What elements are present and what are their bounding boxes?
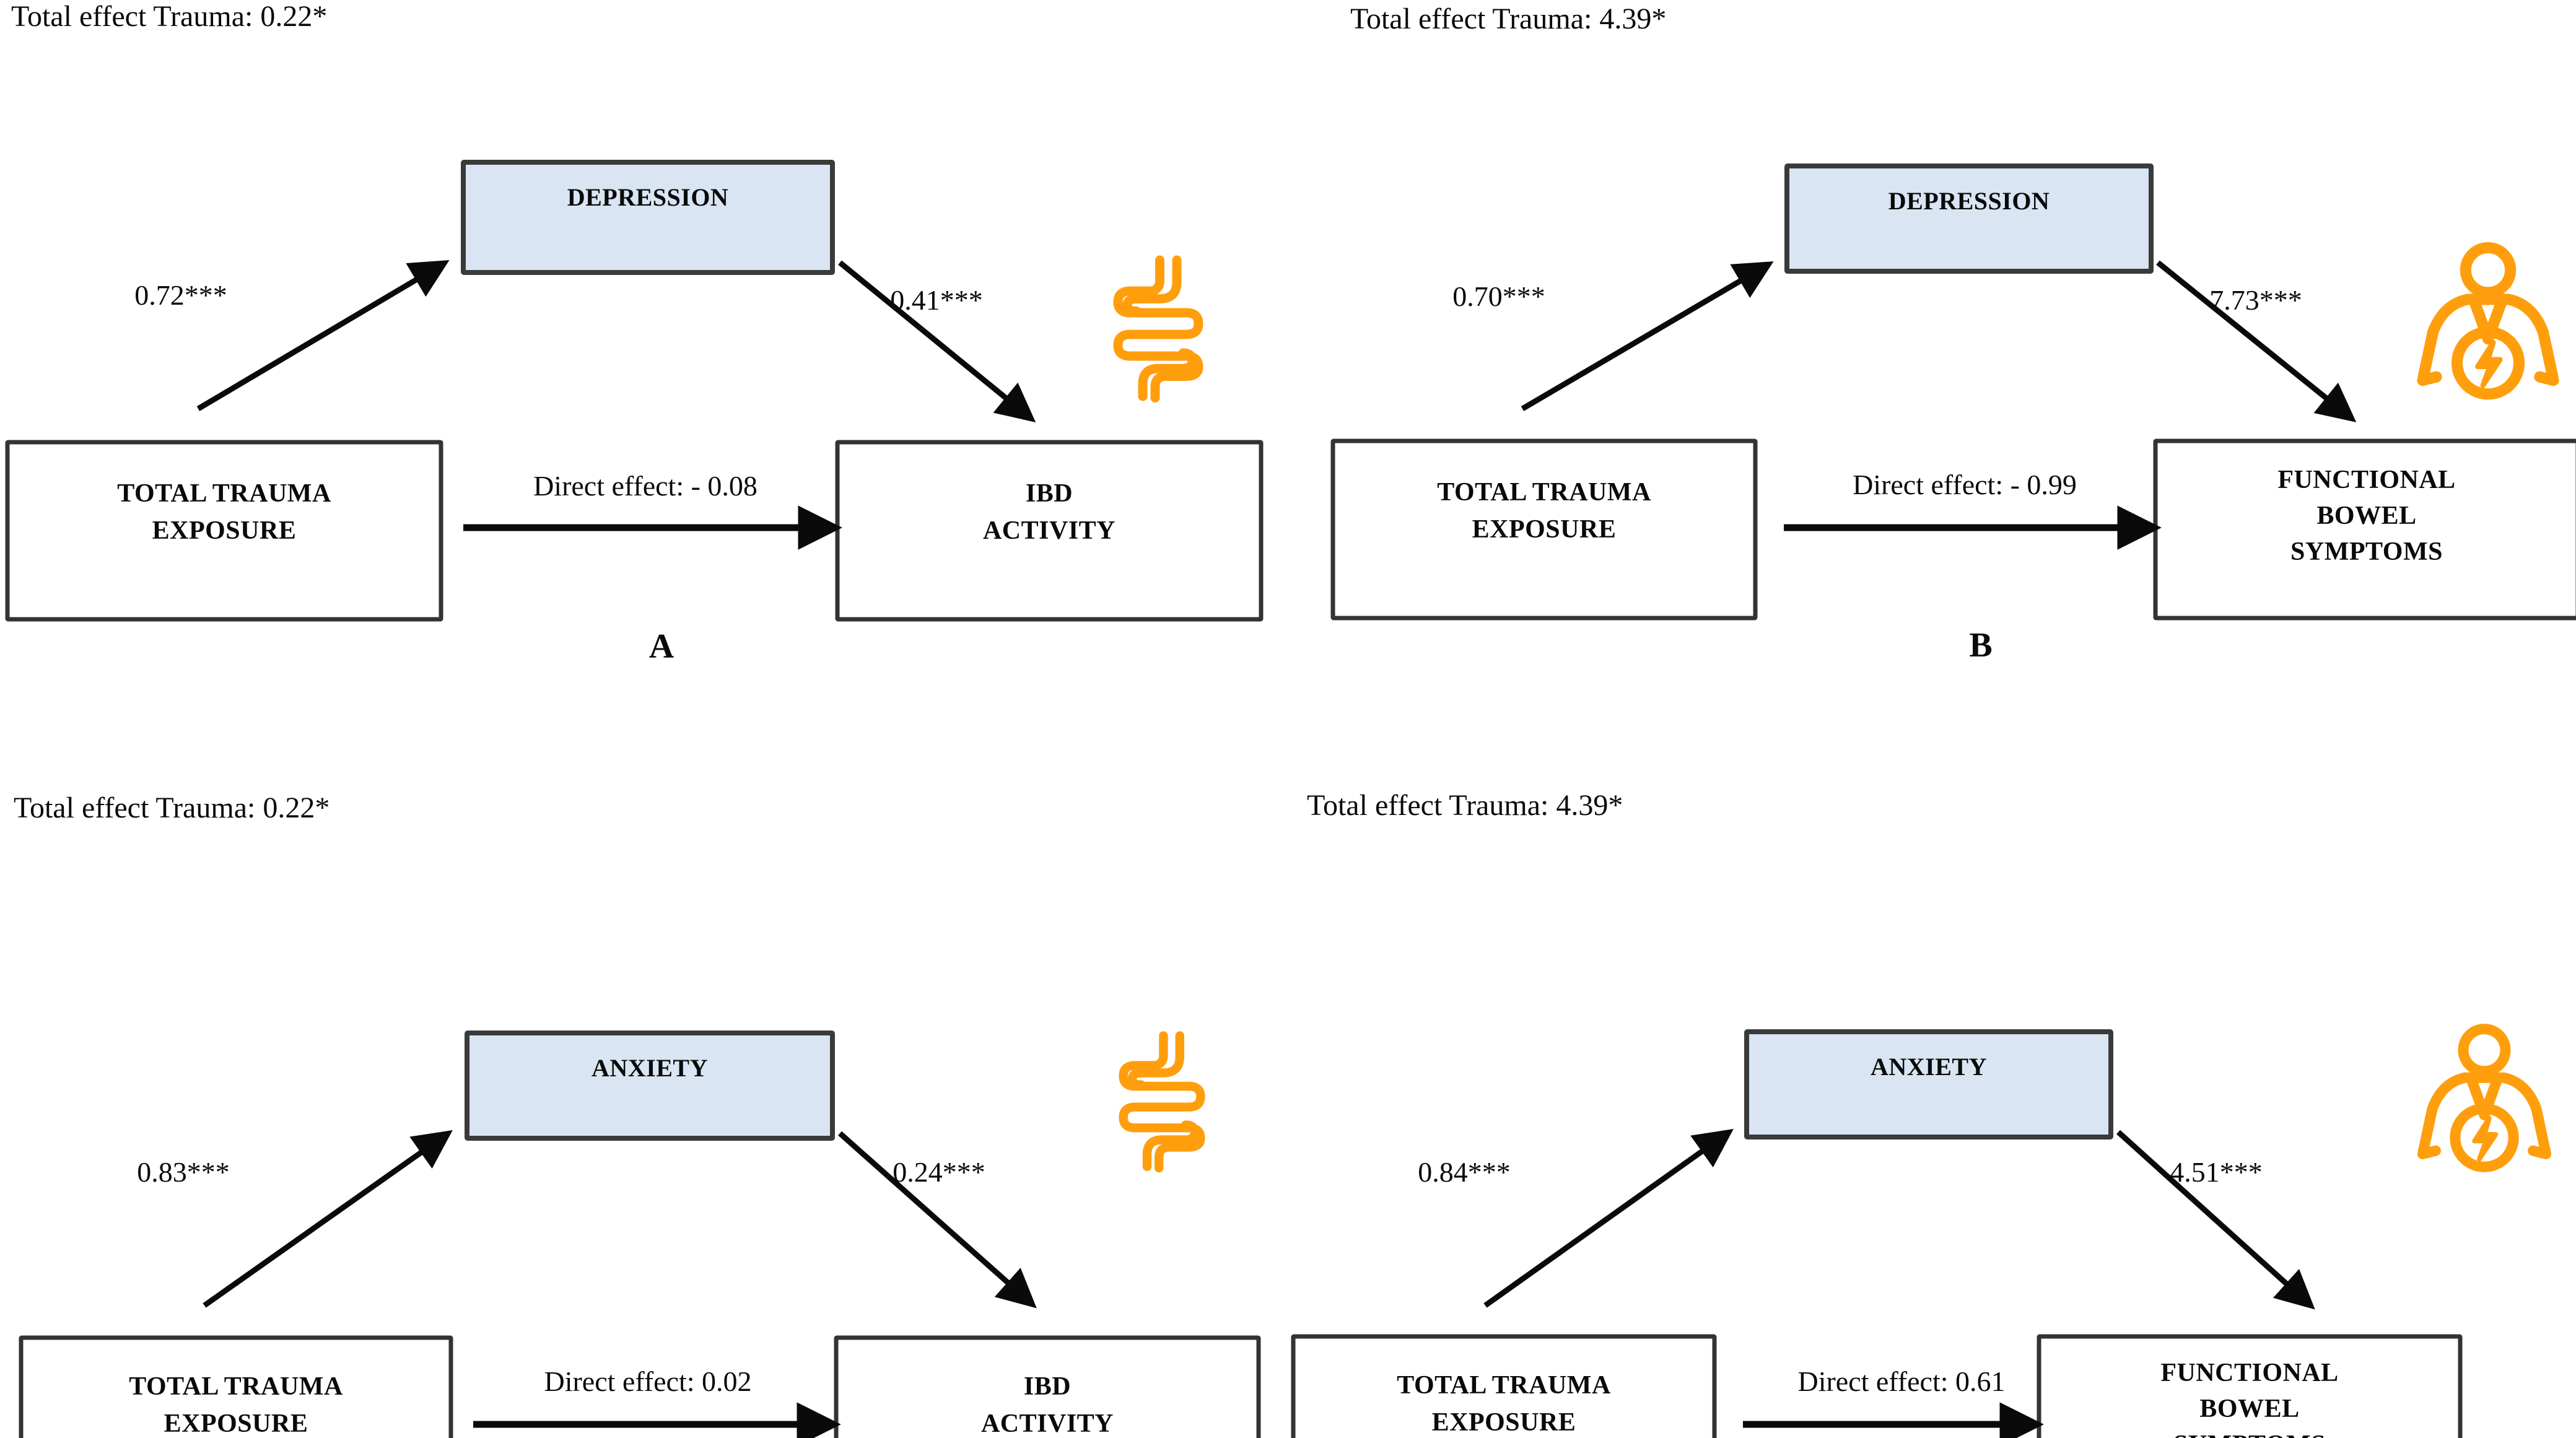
- path-a-coef-c: 0.83***: [137, 1156, 230, 1188]
- predictor-box-c: [19, 1335, 453, 1438]
- predictor-label-line1-b: TOTAL TRAUMA: [1437, 478, 1651, 507]
- direct-effect-label-d: Direct effect: 0.61: [1797, 1366, 2005, 1397]
- outcome-label-line3-d: SYMPTOMS: [2173, 1431, 2326, 1438]
- outcome-label-line1-b: FUNCTIONAL: [2277, 466, 2455, 494]
- panel-d: Total effect Trauma: 4.39* ANXIETY TOTAL…: [1291, 789, 2463, 1438]
- total-effect-label-d: Total effect Trauma: 4.39*: [1307, 789, 1623, 822]
- outcome-label-line2-a: ACTIVITY: [983, 516, 1116, 545]
- path-a-coef-d: 0.84***: [1418, 1156, 1511, 1188]
- path-a-arrow-c: [203, 1130, 453, 1308]
- predictor-label-line2-d: EXPOSURE: [1432, 1408, 1576, 1437]
- path-b-arrow-a: [838, 260, 1036, 422]
- path-b-arrow-b: [2156, 260, 2357, 422]
- outcome-label-line3-b: SYMPTOMS: [2290, 538, 2443, 566]
- outcome-label-line2-b: BOWEL: [2316, 502, 2416, 530]
- total-effect-label-a: Total effect Trauma: 0.22*: [11, 0, 327, 33]
- path-b-coef-a: 0.41***: [890, 284, 983, 316]
- mediator-box-c: [465, 1031, 835, 1141]
- mediator-label-b: DEPRESSION: [1888, 187, 2050, 215]
- direct-effect-label-a: Direct effect: - 0.08: [533, 470, 758, 502]
- path-b-coef-b: 7.73***: [2209, 284, 2302, 316]
- outcome-label-line1-c: IBD: [1024, 1372, 1071, 1401]
- intestine-icon: [1113, 255, 1203, 403]
- path-a-coef-a: 0.72***: [134, 279, 227, 311]
- panel-c: Total effect Trauma: 0.22* ANXIETY TOTAL…: [14, 791, 1261, 1438]
- predictor-label-line2-b: EXPOSURE: [1472, 515, 1617, 544]
- direct-effect-label-b: Direct effect: - 0.99: [1853, 469, 2077, 500]
- mediator-label-d: ANXIETY: [1871, 1053, 1987, 1081]
- path-b-arrow-c: [838, 1131, 1037, 1309]
- mediator-label-c: ANXIETY: [592, 1054, 708, 1082]
- path-a-coef-b: 0.70***: [1452, 281, 1545, 312]
- intestine-icon: [1119, 1031, 1205, 1173]
- path-a-arrow-d: [1483, 1128, 1734, 1308]
- path-b-arrow-d: [2116, 1130, 2315, 1310]
- direct-effect-label-c: Direct effect: 0.02: [544, 1366, 751, 1397]
- predictor-label-line1-d: TOTAL TRAUMA: [1397, 1371, 1611, 1400]
- outcome-label-line2-d: BOWEL: [2199, 1395, 2299, 1423]
- outcome-label-line2-c: ACTIVITY: [981, 1410, 1114, 1438]
- total-effect-label-c: Total effect Trauma: 0.22*: [14, 791, 330, 824]
- predictor-box-b: [1330, 438, 1758, 621]
- predictor-box-a: [5, 440, 443, 622]
- predictor-box-d: [1291, 1334, 1717, 1438]
- predictor-label-line2-c: EXPOSURE: [164, 1410, 308, 1438]
- mediator-box-a: [461, 160, 835, 275]
- outcome-label-line1-a: IBD: [1026, 479, 1073, 508]
- panel-a: Total effect Trauma: 0.22* DEPRESSION TO…: [5, 0, 1264, 666]
- path-a-arrow-a: [196, 259, 450, 411]
- total-effect-label-b: Total effect Trauma: 4.39*: [1350, 2, 1666, 35]
- panel-letter-b: B: [1969, 626, 1992, 665]
- path-a-arrow-b: [1521, 261, 1774, 411]
- mediator-box-b: [1784, 163, 2154, 274]
- person-abdominal-pain-icon: [2417, 1024, 2552, 1172]
- path-b-coef-d: 4.51***: [2170, 1156, 2263, 1188]
- person-abdominal-pain-icon: [2417, 242, 2559, 400]
- predictor-label-line1-c: TOTAL TRAUMA: [129, 1372, 343, 1401]
- panel-b: Total effect Trauma: 4.39* DEPRESSION TO…: [1330, 2, 2576, 665]
- outcome-label-line1-d: FUNCTIONAL: [2160, 1359, 2338, 1387]
- predictor-label-line2-a: EXPOSURE: [152, 516, 297, 545]
- panel-letter-a: A: [649, 627, 675, 666]
- path-b-coef-c: 0.24***: [893, 1156, 985, 1188]
- mediator-label-a: DEPRESSION: [567, 183, 729, 211]
- mediator-box-d: [1744, 1029, 2113, 1140]
- predictor-label-line1-a: TOTAL TRAUMA: [117, 479, 331, 508]
